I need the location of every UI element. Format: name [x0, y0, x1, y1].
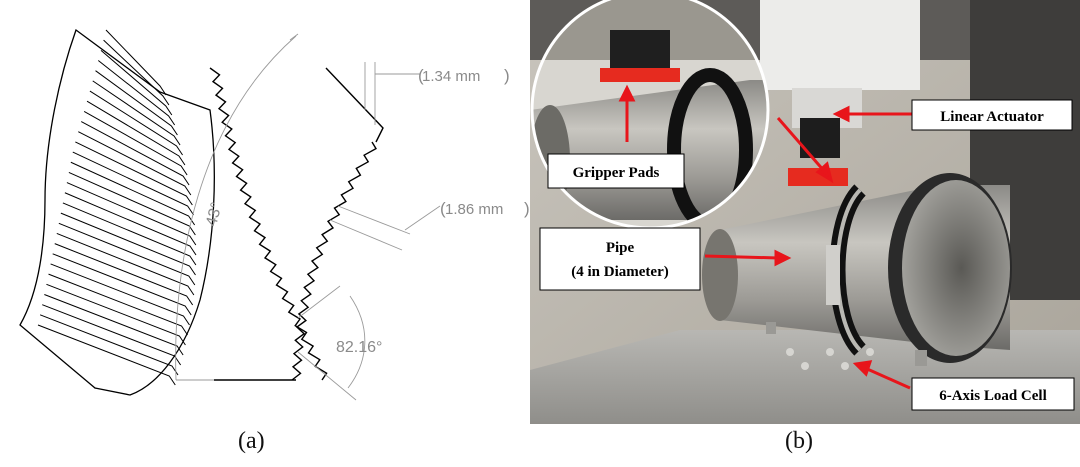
pad-ridge-line [50, 263, 190, 326]
dimension-labels: 1.34 mm ( ) 1.86 mm ( ) 43° 82.16° [203, 66, 530, 356]
plate-holes [786, 348, 874, 370]
pad-ridge-line [97, 60, 176, 126]
arc-angle-label: 43° [203, 201, 226, 229]
svg-text:Gripper Pads: Gripper Pads [573, 165, 660, 181]
pad-ridge-line [86, 100, 186, 166]
label-linear-actuator: Linear Actuator [911, 99, 1073, 131]
pad-ridge-line [89, 90, 183, 156]
actuator-housing [760, 0, 920, 90]
pad-ridge-line [80, 121, 190, 186]
pad-ridge-line [105, 29, 167, 96]
caption-b: (b) [785, 428, 813, 454]
svg-text:Pipe: Pipe [606, 240, 635, 256]
pad-ridge-line [103, 39, 170, 106]
pad-ridge-line [78, 131, 192, 196]
pad-ridge-line [83, 110, 188, 176]
pad-ridge-line [95, 70, 178, 136]
pad-ridge-line [100, 49, 173, 116]
svg-text:): ) [524, 199, 530, 218]
annotation-arrows [618, 84, 912, 390]
svg-text:(4 in Diameter): (4 in Diameter) [571, 264, 668, 280]
pad-ridge-line [72, 151, 195, 216]
svg-text:6-Axis Load Cell: 6-Axis Load Cell [939, 388, 1047, 404]
pad-ridge-line [44, 294, 184, 356]
tooth-angle-label: 82.16° [336, 339, 382, 356]
pad-ridge-line [66, 182, 197, 246]
svg-text:Linear Actuator: Linear Actuator [940, 109, 1044, 125]
cad-drawing-panel: 1.34 mm ( ) 1.86 mm ( ) 43° 82.16° [19, 28, 530, 401]
label-pipe: Pipe (4 in Diameter) [539, 227, 701, 291]
pad-ridge-line [42, 304, 182, 366]
svg-text:(: ( [418, 66, 424, 85]
pad-ridge-line [56, 232, 195, 296]
pad-ridge-line [68, 171, 196, 236]
pad-ridge-line [75, 141, 193, 206]
pad-ridge-line [46, 283, 186, 346]
pad-ridge-line [52, 253, 192, 316]
svg-text:(: ( [440, 199, 446, 218]
pad-ridge-line [37, 324, 176, 386]
tooth-pitch-label: 1.86 mm [445, 201, 503, 218]
svg-text:): ) [504, 66, 510, 85]
gripper-inset [530, 0, 770, 230]
label-load-cell: 6-Axis Load Cell [911, 377, 1075, 411]
gripper-pad-3d-model [19, 28, 215, 396]
dimension-lines [175, 33, 441, 401]
pad-ridge-line [48, 273, 188, 336]
pad-ridge-line [60, 212, 196, 276]
tooth-width-label: 1.34 mm [422, 68, 480, 85]
gripper-pad-red [788, 168, 848, 186]
pad-ridge-line [54, 243, 194, 306]
pipe [702, 173, 1012, 366]
pad-cross-section [209, 67, 384, 381]
label-gripper-pads: Gripper Pads [547, 153, 685, 189]
pad-ridge-line [62, 202, 197, 266]
pad-ridge-line [70, 161, 196, 226]
pad-ridge-line [58, 222, 196, 286]
caption-a: (a) [238, 428, 265, 454]
test-setup-photo-panel: Gripper Pads Linear Actuator Pipe (4 in … [530, 0, 1080, 424]
pad-ridge-line [64, 192, 197, 256]
clamp-bolt [826, 245, 840, 305]
pad-ridge-line [92, 80, 181, 146]
